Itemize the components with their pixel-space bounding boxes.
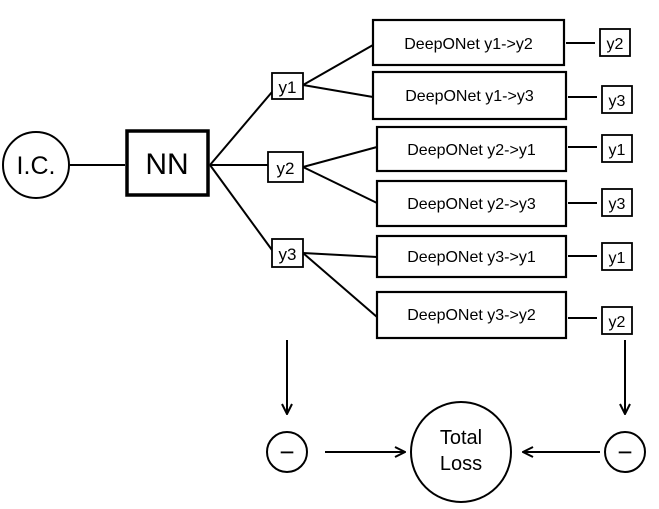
deeponet-label: DeepONet y3->y2 [407, 307, 536, 324]
y1-to-deeponet-y1-y2-line [302, 44, 374, 86]
total-loss-line1: Total [440, 427, 482, 449]
output-node-y1: y1 [271, 72, 304, 100]
deeponet-label: DeepONet y1->y3 [405, 88, 534, 105]
output-label: y2 [277, 159, 295, 178]
ic-node: I.C. [2, 131, 70, 199]
deeponet-y2-y1: DeepONet y2->y1 [375, 125, 568, 173]
deeponet-y3-y1: DeepONet y3->y1 [375, 234, 568, 279]
output-label: y3 [279, 245, 297, 264]
deeponet-label: DeepONet y3->y1 [407, 249, 536, 266]
minus-node-right: − [604, 431, 646, 473]
result-node-1: y2 [599, 28, 631, 57]
result-label: y3 [609, 196, 626, 213]
nn-to-y3-line [209, 164, 273, 251]
minus-icon: − [617, 437, 632, 467]
ic-label: I.C. [17, 152, 56, 180]
nn-label: NN [145, 148, 188, 181]
result-label: y3 [609, 93, 626, 110]
deeponet-y1-y2: DeepONet y1->y2 [371, 18, 566, 67]
y3-to-deeponet-y3-y1-line [302, 252, 378, 258]
nn-to-y1-line [209, 91, 273, 166]
deeponet-y1-y3: DeepONet y1->y3 [371, 70, 568, 121]
y1-to-deeponet-y1-y3-line [302, 84, 374, 98]
output-node-y2: y2 [267, 151, 304, 183]
deeponet-y2-y3: DeepONet y2->y3 [375, 179, 568, 228]
result-node-4: y3 [601, 188, 633, 217]
total-loss-line2: Loss [440, 453, 482, 475]
result-label: y2 [607, 36, 624, 53]
output-node-y3: y3 [271, 238, 304, 268]
y2-to-deeponet-y2-y1-line [302, 146, 378, 168]
y3-to-deeponet-y3-y2-line [302, 252, 378, 318]
result-node-6: y2 [601, 306, 633, 335]
result-label: y1 [609, 142, 626, 159]
nn-node: NN [125, 129, 210, 197]
deeponet-label: DeepONet y2->y3 [407, 196, 536, 213]
result-node-5: y1 [601, 242, 633, 271]
minus-icon: − [279, 437, 294, 467]
deeponet-y3-y2: DeepONet y3->y2 [375, 290, 568, 340]
minus-node-left: − [266, 431, 308, 473]
result-node-2: y3 [601, 85, 633, 114]
result-node-3: y1 [601, 134, 633, 163]
deeponet-label: DeepONet y1->y2 [404, 36, 533, 53]
deeponet-label: DeepONet y2->y1 [407, 142, 536, 159]
result-label: y2 [609, 314, 626, 331]
connectors [70, 42, 625, 452]
result-label: y1 [609, 250, 626, 267]
total-loss-node: Total Loss [410, 401, 512, 503]
output-label: y1 [279, 78, 297, 97]
y2-to-deeponet-y2-y3-line [302, 166, 378, 204]
